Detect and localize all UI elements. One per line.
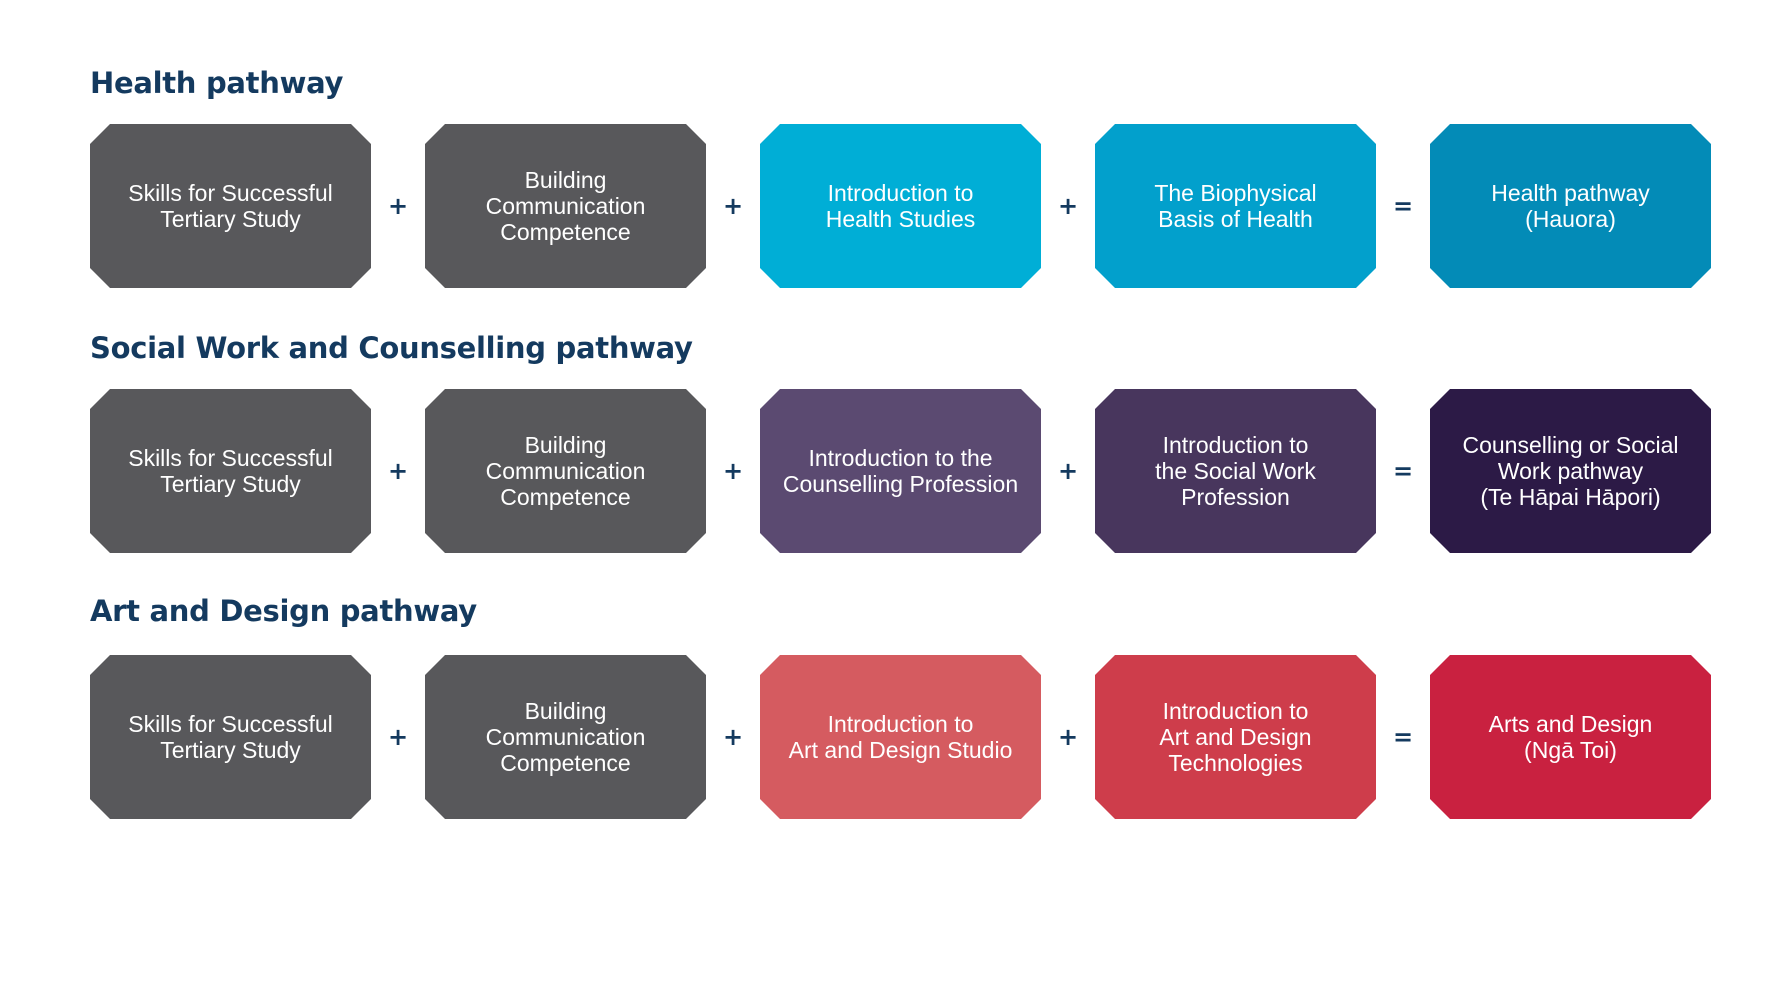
health-box-skills-tertiary-study: Skills for Successful Tertiary Study — [90, 124, 371, 288]
box-line: (Ngā Toi) — [1524, 737, 1617, 763]
box-line: Introduction to — [827, 711, 974, 737]
social-box-building-communication: Building Communication Competence — [425, 389, 706, 553]
box-line: Work pathway — [1497, 458, 1644, 484]
box-line: Counselling Profession — [782, 471, 1019, 497]
box-line: Technologies — [1168, 750, 1303, 776]
health-box-biophysical-basis: The Biophysical Basis of Health — [1095, 124, 1376, 288]
social-box-intro-social-work: Introduction to the Social Work Professi… — [1095, 389, 1376, 553]
plus-operator: + — [387, 192, 409, 220]
box-line: Skills for Successful — [128, 180, 333, 206]
plus-operator: + — [387, 457, 409, 485]
art-box-intro-art-design-technologies: Introduction to Art and Design Technolog… — [1095, 655, 1376, 819]
art-box-result-nga-toi: Arts and Design (Ngā Toi) — [1430, 655, 1711, 819]
box-line: Introduction to — [1162, 432, 1309, 458]
plus-operator: + — [722, 192, 744, 220]
plus-operator: + — [722, 723, 744, 751]
art-pathway-row: Skills for Successful Tertiary Study + B… — [90, 655, 1711, 819]
box-line: Tertiary Study — [160, 206, 301, 232]
equals-operator: = — [1392, 457, 1414, 485]
art-box-intro-art-design-studio: Introduction to Art and Design Studio — [760, 655, 1041, 819]
box-line: Building — [524, 167, 607, 193]
social-box-skills-tertiary-study: Skills for Successful Tertiary Study — [90, 389, 371, 553]
equals-operator: = — [1392, 723, 1414, 751]
health-box-result-hauora: Health pathway (Hauora) — [1430, 124, 1711, 288]
box-line: Skills for Successful — [128, 711, 333, 737]
box-line: Communication — [485, 458, 646, 484]
plus-operator: + — [1057, 723, 1079, 751]
box-line: Competence — [500, 750, 631, 776]
box-line: Building — [524, 698, 607, 724]
box-line: Competence — [500, 219, 631, 245]
box-line: (Hauora) — [1525, 206, 1616, 232]
box-line: Art and Design — [1159, 724, 1312, 750]
plus-operator: + — [387, 723, 409, 751]
art-pathway-title: Art and Design pathway — [90, 594, 477, 628]
box-line: Introduction to the — [808, 445, 993, 471]
health-pathway-row: Skills for Successful Tertiary Study + B… — [90, 124, 1711, 288]
box-line: Introduction to — [827, 180, 974, 206]
art-box-building-communication: Building Communication Competence — [425, 655, 706, 819]
box-line: Building — [524, 432, 607, 458]
box-line: Skills for Successful — [128, 445, 333, 471]
plus-operator: + — [1057, 457, 1079, 485]
social-box-intro-counselling: Introduction to the Counselling Professi… — [760, 389, 1041, 553]
health-box-building-communication: Building Communication Competence — [425, 124, 706, 288]
box-line: Tertiary Study — [160, 737, 301, 763]
art-box-skills-tertiary-study: Skills for Successful Tertiary Study — [90, 655, 371, 819]
health-pathway-title: Health pathway — [90, 66, 344, 100]
box-line: Health pathway — [1491, 180, 1650, 206]
box-line: Introduction to — [1162, 698, 1309, 724]
social-pathway-row: Skills for Successful Tertiary Study + B… — [90, 389, 1711, 553]
box-line: Arts and Design — [1488, 711, 1653, 737]
box-line: Tertiary Study — [160, 471, 301, 497]
box-line: The Biophysical — [1154, 180, 1317, 206]
box-line: Health Studies — [825, 206, 976, 232]
box-line: the Social Work — [1155, 458, 1316, 484]
social-box-result-te-hapai-hapori: Counselling or Social Work pathway (Te H… — [1430, 389, 1711, 553]
social-pathway-title: Social Work and Counselling pathway — [90, 331, 693, 365]
box-line: Counselling or Social — [1462, 432, 1679, 458]
plus-operator: + — [1057, 192, 1079, 220]
box-line: Communication — [485, 193, 646, 219]
box-line: Profession — [1181, 484, 1290, 510]
box-line: (Te Hāpai Hāpori) — [1480, 484, 1661, 510]
box-line: Art and Design Studio — [788, 737, 1013, 763]
equals-operator: = — [1392, 192, 1414, 220]
plus-operator: + — [722, 457, 744, 485]
box-line: Communication — [485, 724, 646, 750]
box-line: Competence — [500, 484, 631, 510]
health-box-intro-health-studies: Introduction to Health Studies — [760, 124, 1041, 288]
box-line: Basis of Health — [1158, 206, 1313, 232]
